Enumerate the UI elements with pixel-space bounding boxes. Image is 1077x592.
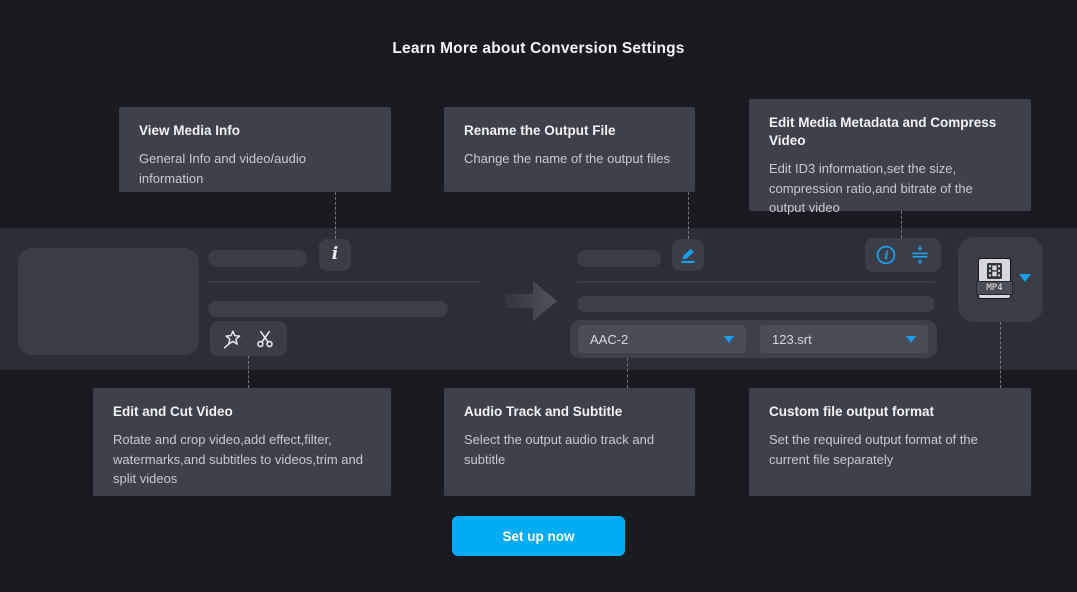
output-format-button[interactable]: MP4 <box>958 237 1043 322</box>
source-title-placeholder <box>208 250 307 267</box>
connector-metadata <box>901 211 902 238</box>
right-arrow-icon <box>505 280 557 327</box>
tooltip-edit-metadata: Edit Media Metadata and Compress Video E… <box>749 99 1031 215</box>
magic-star-icon[interactable] <box>221 328 243 350</box>
source-progress-placeholder <box>208 301 448 317</box>
audio-track-dropdown[interactable]: AAC-2 <box>578 325 746 353</box>
tooltip-body: Rotate and crop video,add effect,filter,… <box>113 432 363 487</box>
pencil-underline-icon <box>678 245 698 265</box>
connector-media-info <box>335 192 336 239</box>
format-label: MP4 <box>976 281 1013 295</box>
tooltip-title: Audio Track and Subtitle <box>464 404 623 419</box>
tooltip-body: Set the required output format of the cu… <box>769 432 978 467</box>
metadata-compress-button-group[interactable]: i <box>865 238 941 272</box>
tooltip-body: Select the output audio track and subtit… <box>464 432 655 467</box>
audio-track-value: AAC-2 <box>590 331 629 347</box>
tooltip-custom-output-format: Custom file output format Set the requir… <box>749 388 1031 496</box>
tooltip-body: General Info and video/audio information <box>139 151 306 186</box>
edit-cut-button-group[interactable] <box>210 321 287 356</box>
tooltip-audio-track-subtitle: Audio Track and Subtitle Select the outp… <box>444 388 695 496</box>
circle-info-icon[interactable]: i <box>874 243 898 267</box>
tooltip-title: Custom file output format <box>769 404 934 419</box>
source-divider <box>208 281 480 283</box>
tooltip-body: Edit ID3 information,set the size, compr… <box>769 161 973 216</box>
output-progress-placeholder <box>577 296 935 312</box>
connector-edit-cut <box>248 356 249 388</box>
tooltip-edit-cut-video: Edit and Cut Video Rotate and crop video… <box>93 388 391 496</box>
tooltip-title: Edit and Cut Video <box>113 404 233 419</box>
scissors-icon[interactable] <box>254 328 276 350</box>
connector-audio-subtitle <box>627 358 628 388</box>
tooltip-title: Rename the Output File <box>464 123 616 138</box>
rename-button[interactable] <box>672 239 704 271</box>
tooltip-title: View Media Info <box>139 123 241 138</box>
page-title: Learn More about Conversion Settings <box>392 40 685 57</box>
svg-text:i: i <box>885 248 889 262</box>
caret-down-icon <box>1019 274 1031 282</box>
video-thumbnail-placeholder <box>18 248 199 355</box>
subtitle-dropdown[interactable]: 123.srt <box>760 325 928 353</box>
tooltip-rename-output: Rename the Output File Change the name o… <box>444 107 695 192</box>
connector-output-format <box>1000 322 1001 388</box>
video-file-icon: MP4 <box>976 258 1013 299</box>
connector-rename <box>688 192 689 239</box>
tooltip-body: Change the name of the output files <box>464 151 670 167</box>
subtitle-value: 123.srt <box>772 331 812 347</box>
caret-down-icon <box>724 335 734 343</box>
set-up-now-button[interactable]: Set up now <box>452 516 625 556</box>
compress-icon[interactable] <box>908 243 932 267</box>
info-italic-icon: i <box>331 243 339 264</box>
output-divider <box>577 281 935 283</box>
output-title-placeholder <box>577 250 661 267</box>
caret-down-icon <box>906 335 916 343</box>
tooltip-view-media-info: View Media Info General Info and video/a… <box>119 107 391 192</box>
film-strip-icon <box>987 263 1002 279</box>
media-info-button[interactable]: i <box>319 239 351 271</box>
tooltip-title: Edit Media Metadata and Compress Video <box>769 115 997 149</box>
